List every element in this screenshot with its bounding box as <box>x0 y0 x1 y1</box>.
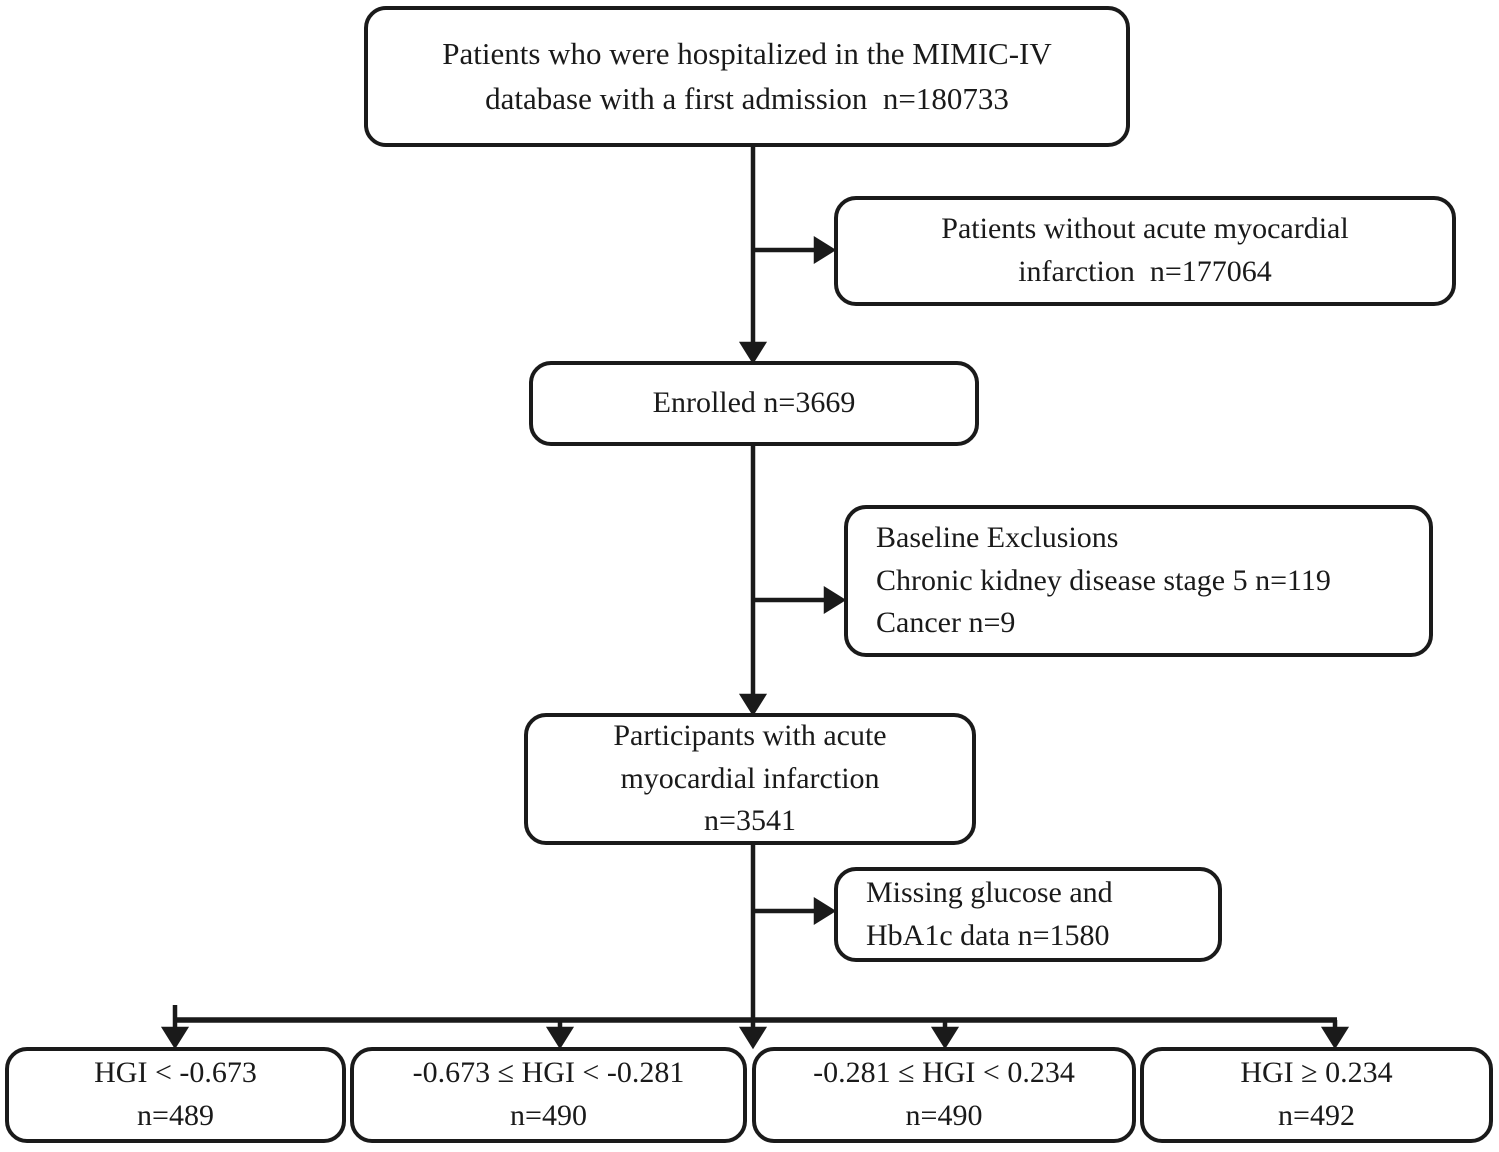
flow-node-participants-ami: Participants with acute myocardial infar… <box>524 713 976 845</box>
node-text-line: n=490 <box>510 1099 587 1132</box>
flow-node-hgi-group1: HGI < -0.673 n=489 <box>5 1047 346 1143</box>
node-text-line: Participants with acute <box>613 719 887 753</box>
arrowhead-group1 <box>160 1026 190 1050</box>
arrowhead-no-ami <box>813 235 837 265</box>
node-text-line: Patients who were hospitalized in the MI… <box>442 36 1052 72</box>
arrowhead-participants <box>738 693 768 717</box>
node-text-line: Enrolled n=3669 <box>652 386 856 420</box>
node-text-line: Cancer n=9 <box>876 606 1016 640</box>
flow-node-hgi-group4: HGI ≥ 0.234 n=492 <box>1140 1047 1493 1143</box>
node-text-line: n=3541 <box>704 804 796 838</box>
arrowhead-group3 <box>930 1026 960 1050</box>
arrowhead-enrolled <box>738 341 768 365</box>
node-text-line: HbA1c data n=1580 <box>866 918 1110 952</box>
arrowhead-center-drop <box>738 1026 768 1050</box>
node-text-line: database with a first admission n=180733 <box>485 80 1009 116</box>
node-text-line: n=490 <box>905 1099 983 1132</box>
node-text-line: -0.281 ≤ HGI < 0.234 <box>813 1056 1075 1090</box>
node-text-line: n=489 <box>137 1099 214 1132</box>
flow-node-hgi-group2: -0.673 ≤ HGI < -0.281 n=490 <box>350 1047 747 1143</box>
flow-node-enrolled: Enrolled n=3669 <box>529 361 979 446</box>
flow-node-baseline-exclusions: Baseline Exclusions Chronic kidney disea… <box>844 505 1433 657</box>
node-text-line: myocardial infarction <box>620 761 880 795</box>
flow-node-source: Patients who were hospitalized in the MI… <box>364 6 1130 147</box>
node-text-line: HGI ≥ 0.234 <box>1240 1056 1393 1090</box>
arrowhead-missing <box>813 896 837 926</box>
arrowhead-exclusions <box>823 585 847 615</box>
node-text-line: Baseline Exclusions <box>876 521 1119 555</box>
node-text-line: infarction n=177064 <box>1018 255 1272 288</box>
node-text-line: HGI < -0.673 <box>94 1056 257 1090</box>
node-text-line: -0.673 ≤ HGI < -0.281 <box>412 1056 685 1090</box>
node-text-line: n=492 <box>1278 1099 1355 1132</box>
flow-node-hgi-group3: -0.281 ≤ HGI < 0.234 n=490 <box>752 1047 1136 1143</box>
node-text-line: Chronic kidney disease stage 5 n=119 <box>876 563 1331 597</box>
node-text-line: Patients without acute myocardial <box>941 212 1349 246</box>
arrowhead-group2 <box>545 1026 575 1050</box>
node-text-line: Missing glucose and <box>866 875 1113 909</box>
arrowhead-group4 <box>1320 1026 1350 1050</box>
flow-node-excluded-no-ami: Patients without acute myocardial infarc… <box>834 196 1456 306</box>
flow-node-missing-data: Missing glucose and HbA1c data n=1580 <box>834 867 1222 962</box>
